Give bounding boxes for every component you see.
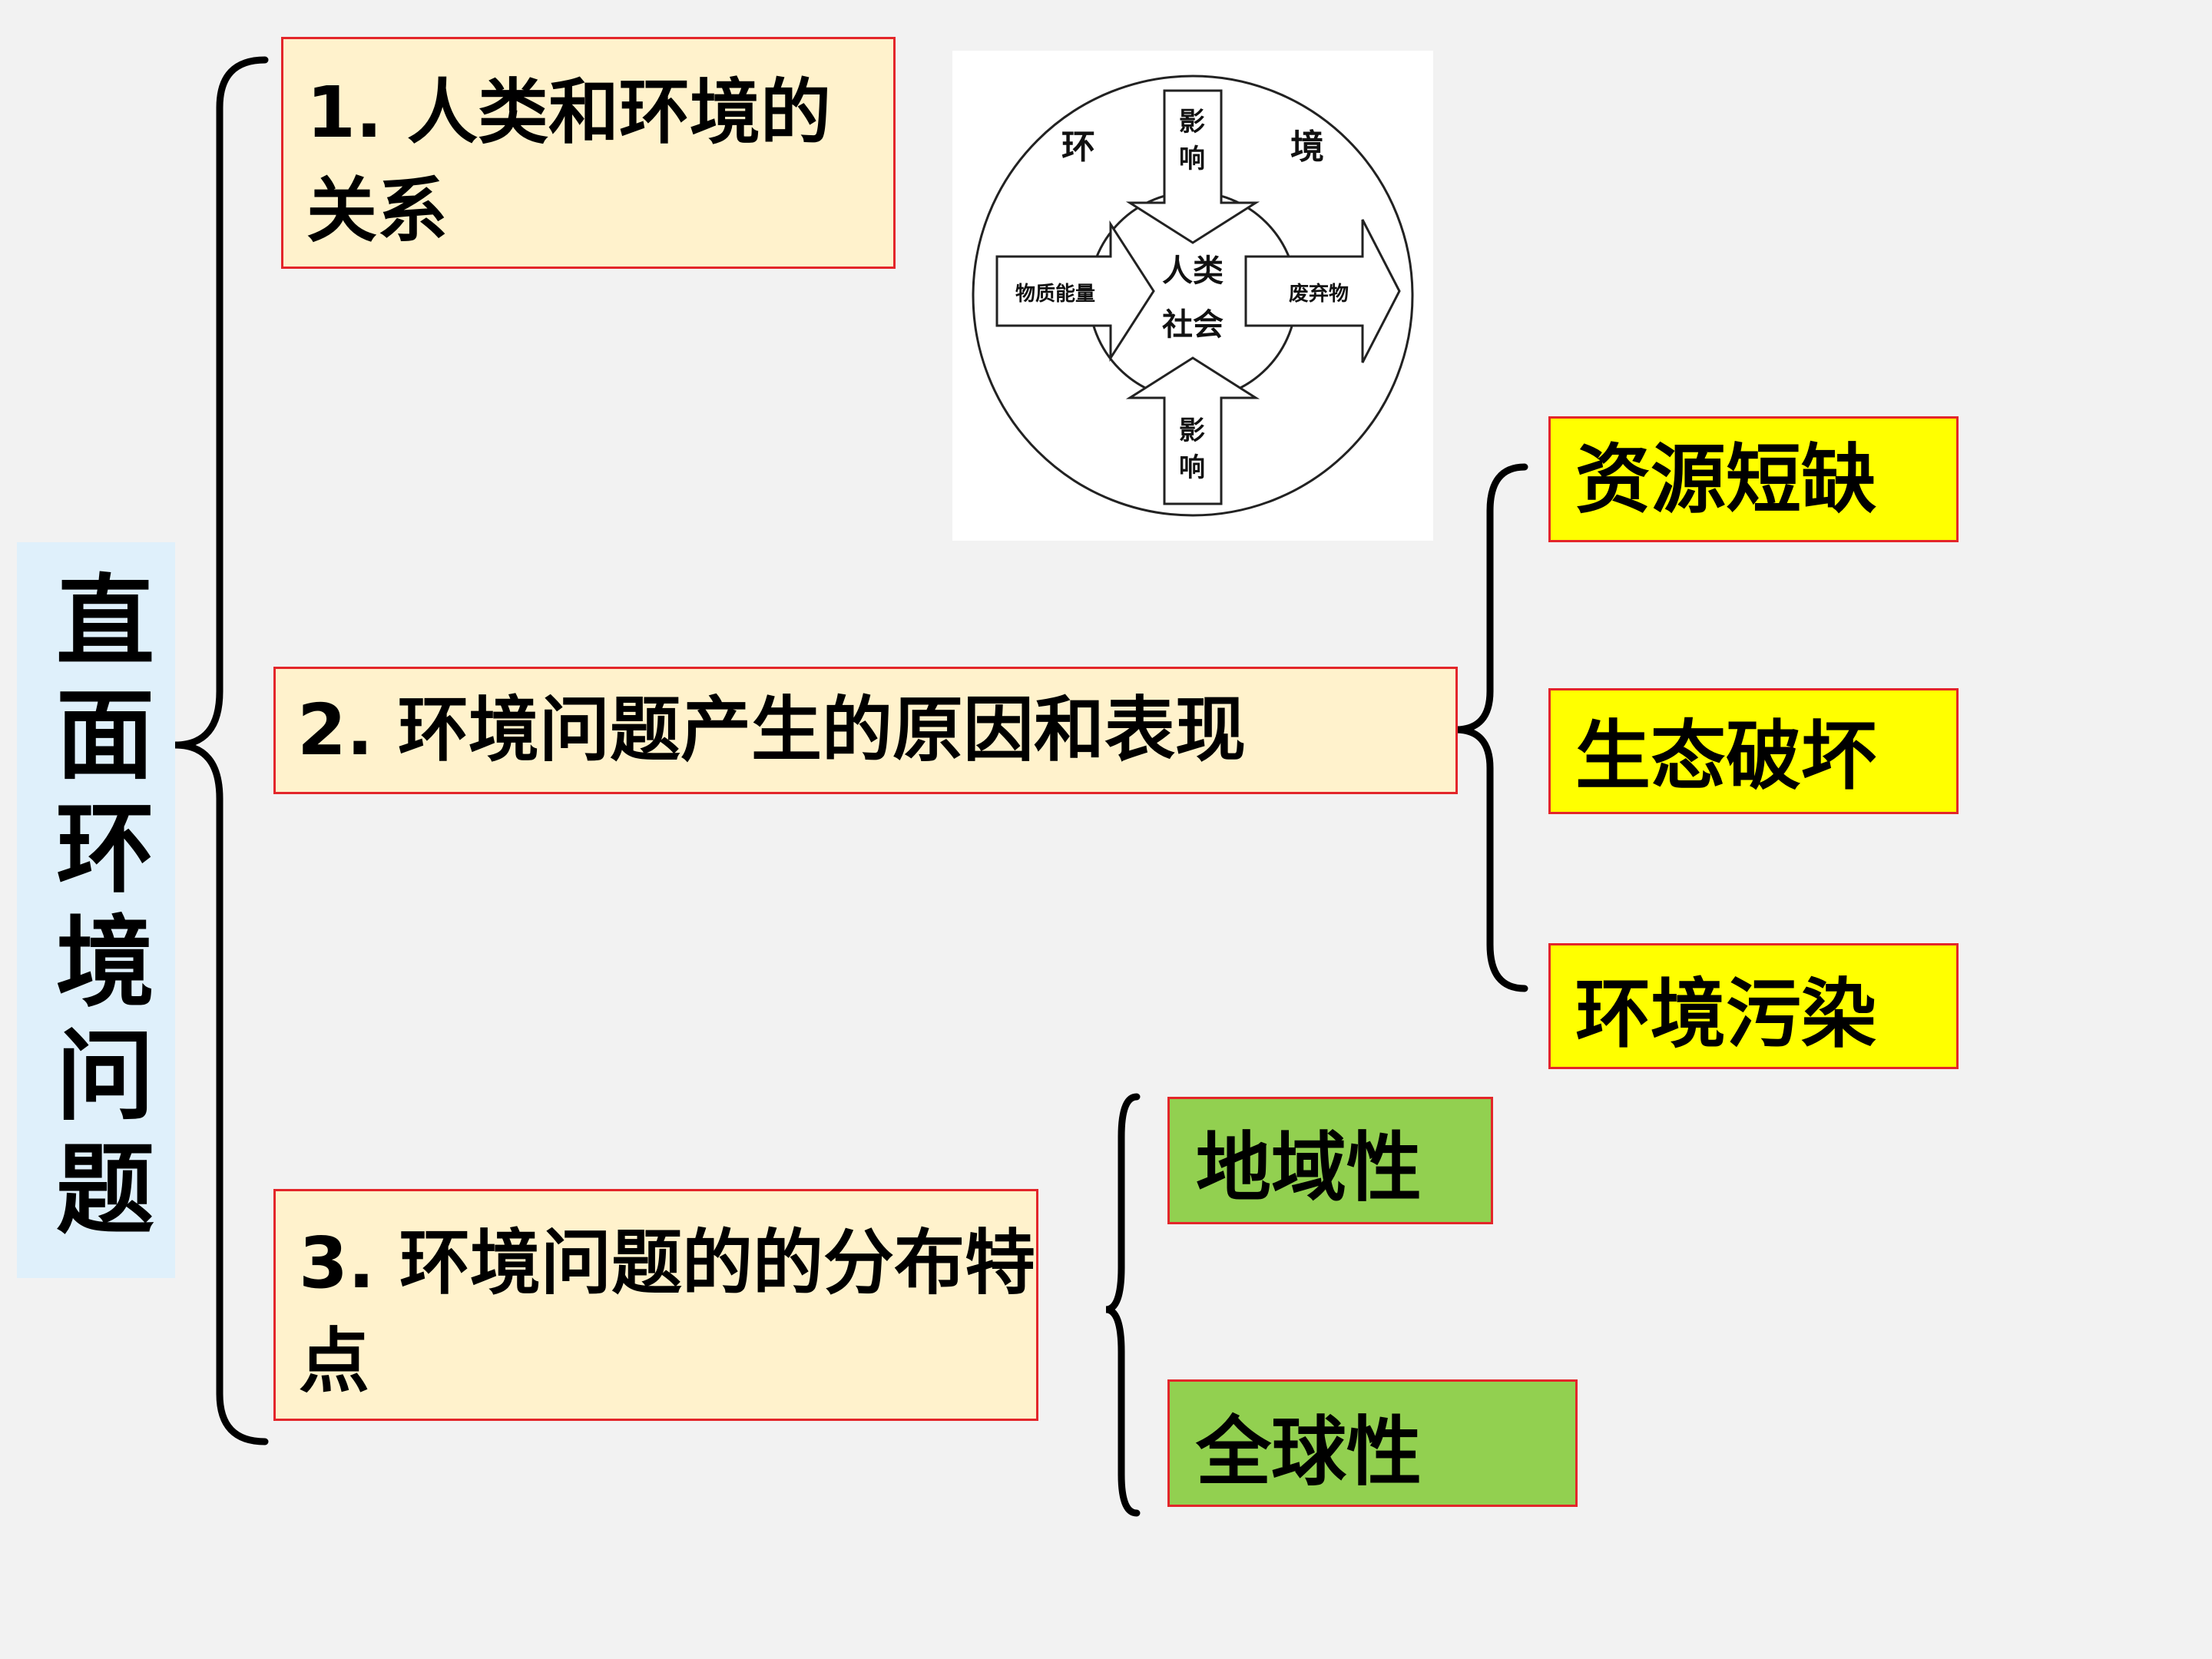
right-arrow — [1244, 219, 1401, 363]
left-arrow-label: 物质能量 — [1015, 282, 1095, 306]
distribution-brace — [1105, 1093, 1141, 1517]
branch-causes: 2. 环境问题产生的原因和表现 — [273, 667, 1458, 794]
branch-relationship: 1. 人类和环境的关系 — [281, 37, 896, 269]
branch-distribution: 3. 环境问题的的分布特点 — [273, 1189, 1038, 1421]
diagram-graphic: 环 境 影 响 影 响 物质能量 废弃物 人类 社会 — [972, 75, 1414, 517]
main-brace — [174, 56, 269, 1445]
environment-circle — [972, 75, 1414, 517]
main-title-panel: 直面环境问题 — [17, 542, 175, 1278]
right-arrow-label: 废弃物 — [1289, 282, 1349, 306]
top-arrow-label-2: 响 — [1179, 144, 1205, 174]
bottom-arrow-label-1: 影 — [1179, 416, 1205, 446]
top-arrow-label-1: 影 — [1179, 107, 1205, 137]
center-label-1: 人类 — [1162, 253, 1224, 289]
bottom-arrow — [1125, 356, 1260, 505]
left-arrow — [995, 220, 1155, 363]
center-label-2: 社会 — [1162, 306, 1224, 343]
causes-brace — [1455, 463, 1528, 992]
outer-left-label: 环 — [1061, 127, 1095, 167]
cause-resource-shortage: 资源短缺 — [1548, 416, 1959, 542]
distribution-global: 全球性 — [1167, 1379, 1578, 1507]
bottom-arrow-label-2: 响 — [1179, 452, 1205, 483]
cause-ecological-damage: 生态破坏 — [1548, 688, 1959, 814]
top-arrow — [1125, 89, 1260, 244]
outer-right-label: 境 — [1290, 127, 1324, 167]
distribution-regional: 地域性 — [1167, 1097, 1493, 1224]
main-title: 直面环境问题 — [38, 569, 154, 1251]
cause-pollution: 环境污染 — [1548, 943, 1959, 1069]
human-environment-diagram: 环 境 影 响 影 响 物质能量 废弃物 人类 社会 — [952, 51, 1433, 541]
